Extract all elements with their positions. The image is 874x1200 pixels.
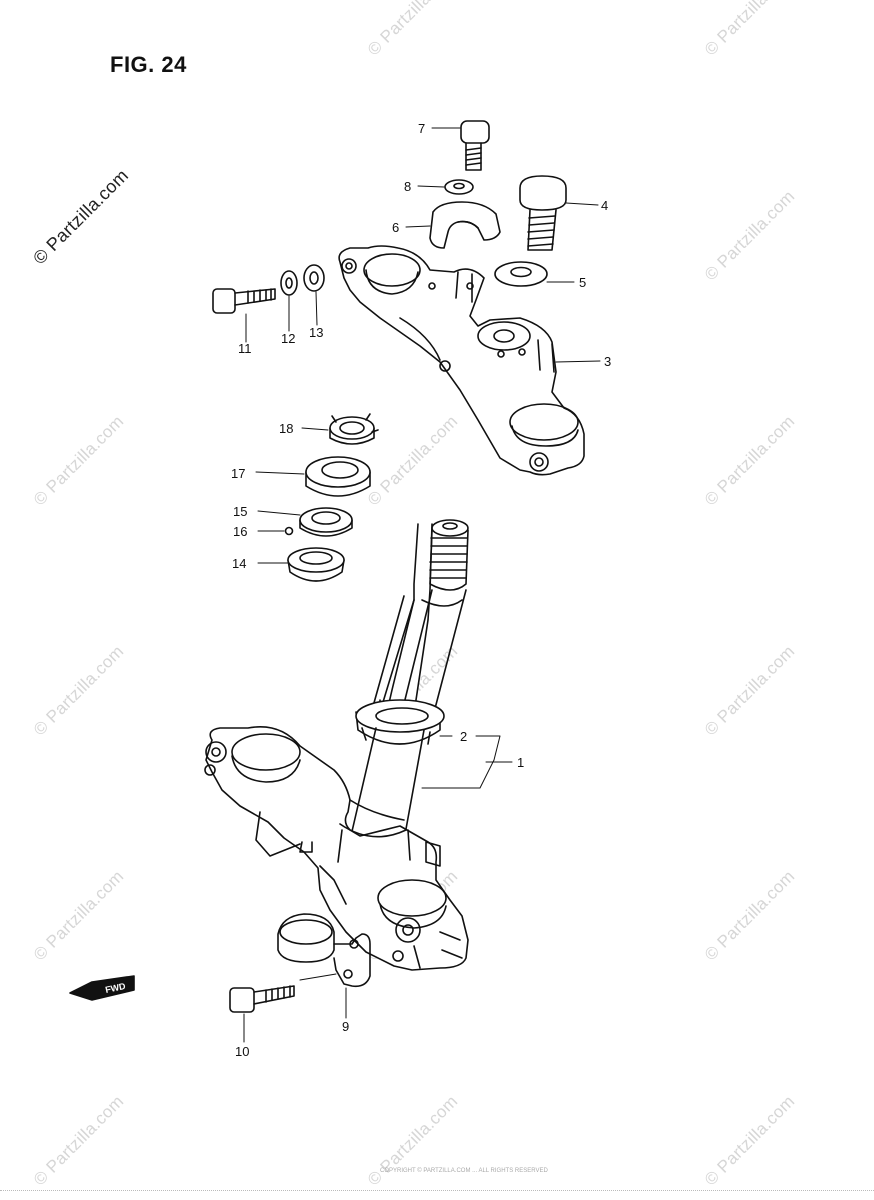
bolt-4 [519,175,567,251]
callout-9: 9 [342,1019,349,1034]
callout-12: 12 [281,331,295,346]
callout-4: 4 [601,198,608,213]
fwd-arrow-icon [69,975,135,1001]
race-14 [287,547,345,582]
nut-18 [329,413,379,445]
callout-18: 18 [279,421,293,436]
callout-17: 17 [231,466,245,481]
seal-17 [305,456,371,497]
washer-12 [280,270,298,296]
bolt-7 [460,120,490,171]
steering-stem-2 [371,519,469,741]
fwd-label: FWD [104,981,127,995]
bolt-11 [212,288,276,314]
bearing-15 [299,507,353,537]
handlebar-clamp-6 [429,201,501,249]
bolt-10 [229,985,295,1013]
callout-16: 16 [233,524,247,539]
ball-16 [284,526,294,536]
callout-5: 5 [579,275,586,290]
washer-5 [494,261,548,287]
leader-lines [243,127,601,1043]
stem-washer [355,699,445,745]
callout-15: 15 [233,504,247,519]
washer-13 [303,264,325,292]
callout-2: 2 [460,729,467,744]
callout-8: 8 [404,179,411,194]
callout-1: 1 [517,755,524,770]
callout-7: 7 [418,121,425,136]
callout-13: 13 [309,325,323,340]
figure-title: FIG. 24 [110,52,187,77]
callout-11: 11 [238,341,252,356]
washer-8 [444,179,474,195]
stem-column [349,727,431,841]
clamp-bracket-9 [277,913,371,988]
bottom-rule [0,1190,874,1191]
lower-bracket-1 [204,726,469,971]
callout-6: 6 [392,220,399,235]
callout-3: 3 [604,354,611,369]
upper-bracket-3 [338,245,585,476]
callout-10: 10 [235,1044,249,1059]
callout-14: 14 [232,556,246,571]
footer-copyright: COPYRIGHT © PARTZILLA.COM ... ALL RIGHTS… [380,1168,548,1174]
